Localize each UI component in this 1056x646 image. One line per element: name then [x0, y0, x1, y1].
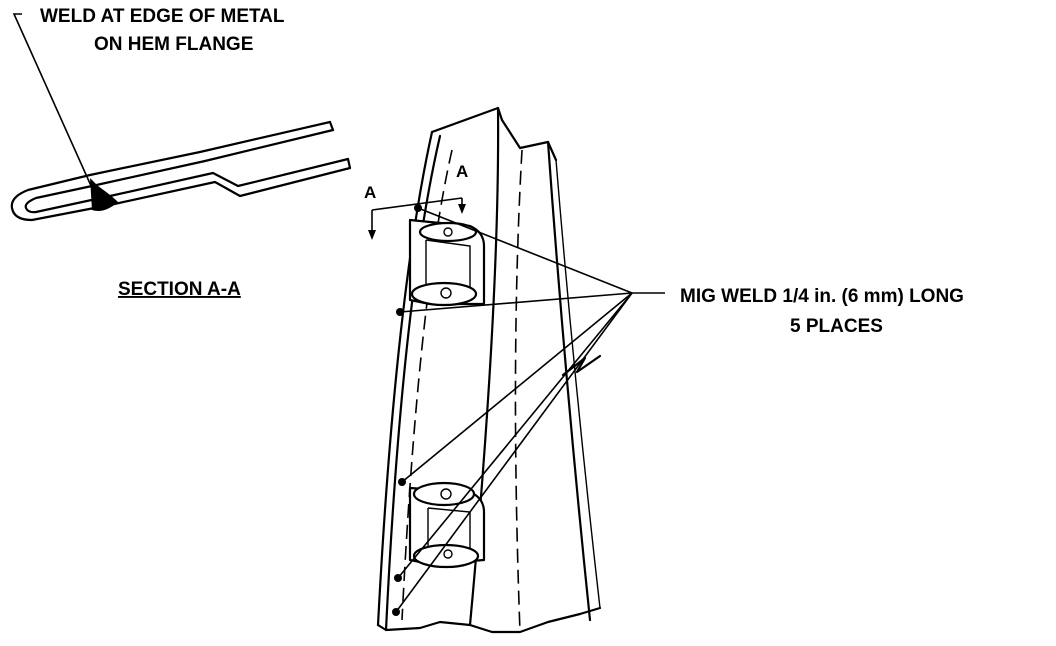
upper-hinge-bracket	[408, 218, 486, 307]
pillar-bottom	[376, 606, 602, 634]
pillar-top	[430, 106, 558, 162]
weld-callout-line1: WELD AT EDGE OF METAL	[40, 6, 285, 27]
mig-weld-line2: 5 PLACES	[790, 316, 883, 337]
mig-weld-line1: MIG WELD 1/4 in. (6 mm) LONG	[680, 286, 964, 307]
mig-weld-leaders	[392, 204, 665, 616]
section-title: SECTION A-A	[118, 279, 241, 300]
hem-flange-outer	[10, 120, 352, 222]
lower-hinge-bracket	[408, 481, 486, 569]
weld-callout-line2: ON HEM FLANGE	[94, 34, 253, 55]
section-cut-marker: A A	[364, 162, 468, 240]
weld-callout-leader	[12, 13, 93, 189]
section-detail	[10, 120, 352, 222]
pillar-outer-edge	[376, 130, 434, 627]
pillar-right-edge	[546, 140, 592, 622]
section-marker-right: A	[456, 162, 468, 181]
section-marker-left: A	[364, 183, 376, 202]
weld-bead	[90, 178, 118, 211]
hem-flange-inner	[24, 128, 350, 214]
